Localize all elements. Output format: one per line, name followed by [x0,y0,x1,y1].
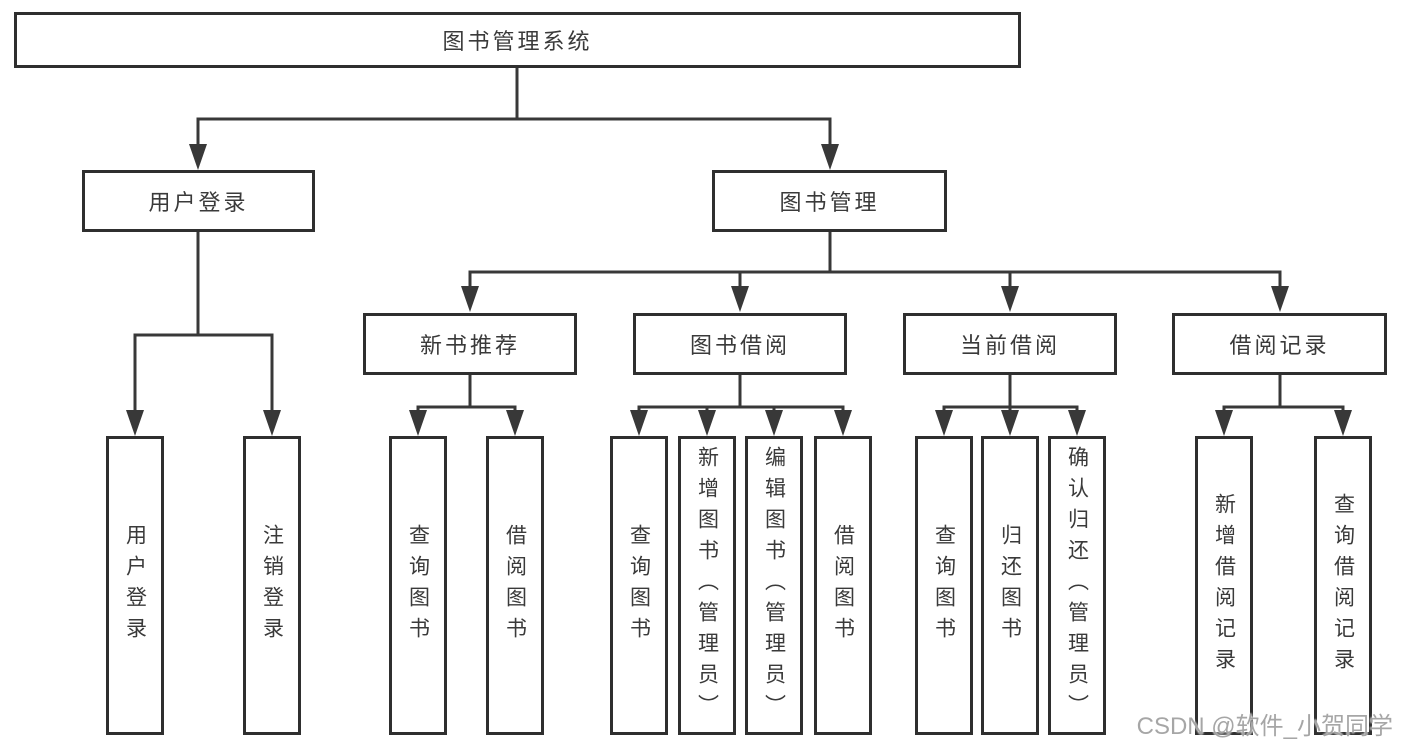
leaf-add-book-admin: 新增图书（管理员） [678,436,736,735]
leaf-logout: 注销登录 [243,436,301,735]
leaf-user-login: 用户登录 [106,436,164,735]
arrow-down-icon [1001,286,1019,312]
arrow-down-icon [935,410,953,436]
leaf-return-books: 归还图书 [981,436,1039,735]
leaf-confirm-return-admin-label: 确认归还（管理员） [1065,446,1090,725]
arrow-down-icon [731,286,749,312]
leaf-add-book-admin-label: 新增图书（管理员） [695,446,720,725]
leaf-query-books-current-label: 查询图书 [932,523,957,648]
arrow-down-icon [409,410,427,436]
node-new-book-recommendation-label: 新书推荐 [419,333,520,358]
arrow-down-icon [765,410,783,436]
arrow-down-icon [630,410,648,436]
node-book-borrowing: 图书借阅 [633,313,847,375]
arrow-down-icon [263,410,281,436]
arrow-down-icon [461,286,479,312]
connector-book-management-to-level3 [468,232,1282,288]
connector-user-login-to-leaves [133,232,274,412]
arrow-down-icon [1068,410,1086,436]
arrow-down-icon [1001,410,1019,436]
leaf-query-books-current: 查询图书 [915,436,973,735]
leaf-confirm-return-admin: 确认归还（管理员） [1048,436,1106,735]
leaf-logout-label: 注销登录 [260,523,285,648]
leaf-borrow-books-borrowing-label: 借阅图书 [831,523,856,648]
node-root-label: 图书管理系统 [442,29,593,54]
connector-root-to-level2 [196,68,832,146]
leaf-add-borrowing-record-label: 新增借阅记录 [1212,492,1237,679]
node-current-borrowing: 当前借阅 [903,313,1117,375]
node-book-management: 图书管理 [712,170,947,232]
leaf-user-login-label: 用户登录 [123,523,148,648]
leaf-query-books-recommend: 查询图书 [389,436,447,735]
leaf-query-borrowing-record: 查询借阅记录 [1314,436,1372,735]
leaf-query-borrowing-record-label: 查询借阅记录 [1331,492,1356,679]
leaf-add-borrowing-record: 新增借阅记录 [1195,436,1253,735]
leaf-query-books-recommend-label: 查询图书 [406,523,431,648]
leaf-borrow-books-recommend-label: 借阅图书 [503,523,528,648]
arrow-down-icon [506,410,524,436]
connector-borrowing-to-leaves [637,375,845,412]
node-borrowing-records-label: 借阅记录 [1229,333,1330,358]
leaf-query-books-borrowing: 查询图书 [610,436,668,735]
node-book-borrowing-label: 图书借阅 [689,333,790,358]
leaf-edit-book-admin-label: 编辑图书（管理员） [762,446,787,725]
connector-records-to-leaves [1222,375,1345,412]
node-current-borrowing-label: 当前借阅 [959,333,1060,358]
connector-recommendation-to-leaves [416,375,517,412]
arrow-down-icon [698,410,716,436]
node-root: 图书管理系统 [14,12,1021,68]
csdn-watermark: CSDN @软件_小贺同学 [1136,713,1393,740]
node-user-login-label: 用户登录 [148,190,249,215]
arrow-down-icon [1215,410,1233,436]
leaf-borrow-books-borrowing: 借阅图书 [814,436,872,735]
arrow-down-icon [1334,410,1352,436]
arrow-down-icon [821,144,839,170]
leaf-query-books-borrowing-label: 查询图书 [627,523,652,648]
leaf-edit-book-admin: 编辑图书（管理员） [745,436,803,735]
leaf-borrow-books-recommend: 借阅图书 [486,436,544,735]
arrow-down-icon [126,410,144,436]
connector-current-to-leaves [942,375,1079,412]
arrow-down-icon [189,144,207,170]
node-borrowing-records: 借阅记录 [1172,313,1387,375]
node-new-book-recommendation: 新书推荐 [363,313,577,375]
arrow-down-icon [834,410,852,436]
node-user-login: 用户登录 [82,170,315,232]
leaf-return-books-label: 归还图书 [998,523,1023,648]
node-book-management-label: 图书管理 [779,190,880,215]
arrow-down-icon [1271,286,1289,312]
